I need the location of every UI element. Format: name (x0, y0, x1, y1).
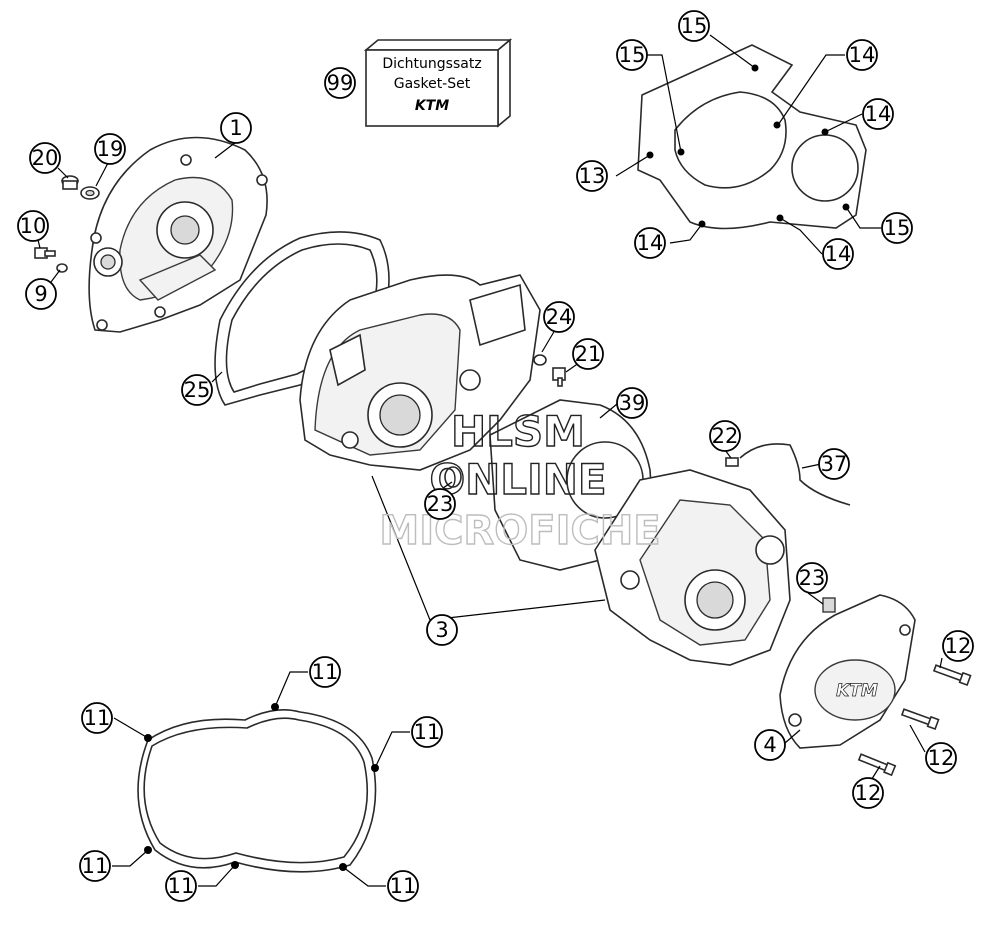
ignition-cover: KTM (779, 594, 916, 749)
callout-11-upper-left: 11 (81, 702, 113, 734)
callout-15-left: 15 (616, 39, 648, 71)
callout-23-lower: 23 (796, 562, 828, 594)
callout-1: 1 (220, 112, 252, 144)
callout-37: 37 (818, 448, 850, 480)
svg-text:3: 3 (435, 618, 448, 642)
callout-14-bottom-left: 14 (634, 227, 666, 259)
callout-14-right: 14 (862, 98, 894, 130)
callout-10: 10 (17, 210, 49, 242)
svg-text:37: 37 (821, 452, 848, 476)
svg-text:11: 11 (390, 874, 417, 898)
svg-text:19: 19 (97, 137, 124, 161)
svg-text:10: 10 (20, 214, 47, 238)
gasket-set-label-de: Dichtungssatz (382, 56, 481, 72)
cover-ktm-logo: KTM (836, 681, 878, 701)
clutch-cover-gasket-inner (225, 243, 378, 393)
cover-seal-outline-bottom (137, 703, 379, 873)
callout-39: 39 (616, 387, 648, 419)
svg-text:11: 11 (82, 854, 109, 878)
callout-25: 25 (181, 374, 213, 406)
svg-text:15: 15 (884, 216, 911, 240)
ignition-cover-bolts (857, 664, 972, 777)
svg-text:14: 14 (825, 242, 852, 266)
svg-text:20: 20 (32, 146, 59, 170)
clutch-cover (88, 136, 268, 333)
svg-text:11: 11 (84, 706, 111, 730)
watermark-line2: ONLINE (429, 455, 606, 504)
svg-text:14: 14 (849, 43, 876, 67)
svg-text:23: 23 (799, 566, 826, 590)
callout-11-top: 11 (309, 656, 341, 688)
dowel-pins-and-nozzle (444, 354, 851, 613)
gasket-set-box: Dichtungssatz Gasket-Set KTM (363, 38, 513, 128)
svg-text:14: 14 (865, 102, 892, 126)
callout-14-top: 14 (846, 39, 878, 71)
callout-9: 9 (25, 278, 57, 310)
svg-text:22: 22 (712, 424, 739, 448)
svg-text:15: 15 (619, 43, 646, 67)
ktm-logo: KTM (415, 98, 449, 114)
callout-11-bottom-mid: 11 (165, 870, 197, 902)
callout-11-bottom-right: 11 (387, 870, 419, 902)
watermark: HLSM ONLINE MICROFICHE (379, 406, 662, 554)
callout-13: 13 (576, 160, 608, 192)
svg-text:12: 12 (928, 746, 955, 770)
svg-text:13: 13 (579, 164, 606, 188)
svg-text:25: 25 (184, 378, 211, 402)
callout-3: 3 (426, 614, 458, 646)
svg-text:11: 11 (168, 874, 195, 898)
callout-15-right: 15 (881, 212, 913, 244)
callout-99: 99 (324, 67, 356, 99)
svg-text:39: 39 (619, 391, 646, 415)
callout-15-top: 15 (678, 10, 710, 42)
callout-19: 19 (94, 133, 126, 165)
cover-seal-outline-top (637, 44, 867, 230)
svg-text:21: 21 (575, 342, 602, 366)
svg-text:9: 9 (34, 282, 47, 306)
callout-4: 4 (754, 729, 786, 761)
callout-24: 24 (543, 301, 575, 333)
crankcase-left-half (299, 274, 541, 471)
callout-11-lower-left: 11 (79, 850, 111, 882)
svg-text:23: 23 (427, 492, 454, 516)
callout-12-mid: 12 (925, 742, 957, 774)
svg-text:99: 99 (327, 71, 354, 95)
callout-22: 22 (709, 420, 741, 452)
crankcase-right-half (594, 469, 791, 666)
svg-text:12: 12 (855, 781, 882, 805)
svg-text:12: 12 (945, 634, 972, 658)
gasket-set-label-en: Gasket-Set (394, 76, 471, 92)
callout-12-bottom: 12 (852, 777, 884, 809)
svg-text:14: 14 (637, 231, 664, 255)
svg-text:11: 11 (414, 720, 441, 744)
svg-text:4: 4 (763, 733, 776, 757)
svg-text:24: 24 (546, 305, 573, 329)
callout-20: 20 (29, 142, 61, 174)
callout-23-upper: 23 (424, 488, 456, 520)
clutch-cover-gasket (214, 231, 390, 406)
callout-12-top: 12 (942, 630, 974, 662)
callout-11-right: 11 (411, 716, 443, 748)
svg-text:1: 1 (229, 116, 242, 140)
callout-21: 21 (572, 338, 604, 370)
callout-14-bottom-right: 14 (822, 238, 854, 270)
oil-screw-and-washers (34, 175, 100, 273)
watermark-line3: MICROFICHE (379, 508, 660, 554)
watermark-line1: HLSM (451, 407, 585, 456)
svg-text:11: 11 (312, 660, 339, 684)
svg-text:15: 15 (681, 14, 708, 38)
